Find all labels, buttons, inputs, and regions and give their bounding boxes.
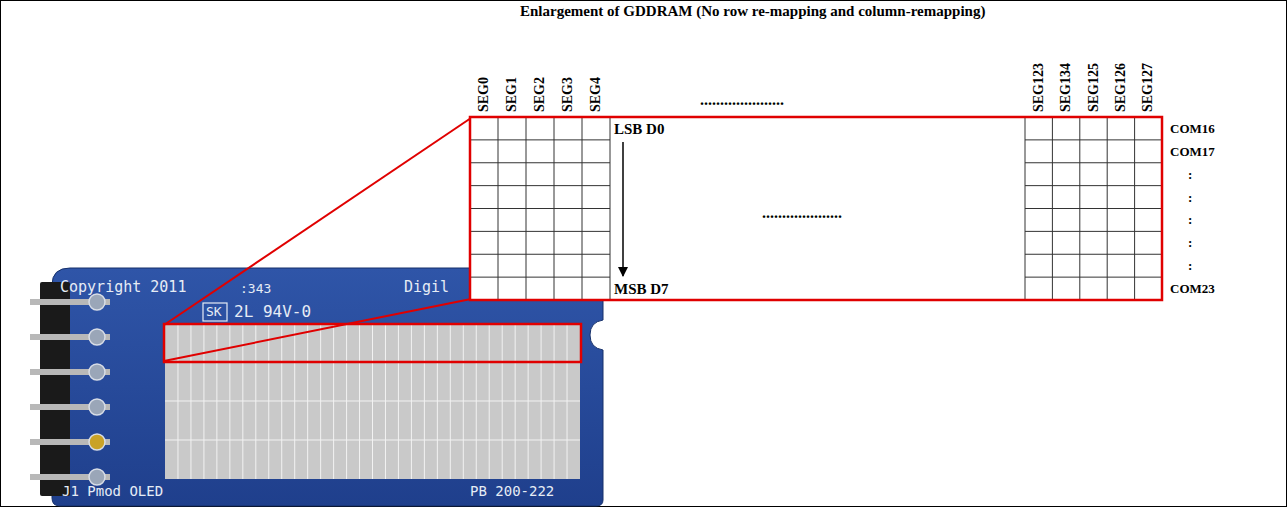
pin-pad <box>89 469 105 485</box>
zoom-line <box>164 299 471 361</box>
segment-label: SEG127 <box>1141 63 1155 112</box>
ellipsis: : <box>1188 191 1192 204</box>
grid-line <box>470 231 610 232</box>
pin-pad <box>89 434 105 450</box>
board-print: SK <box>206 305 222 318</box>
segment-label: SEG0 <box>477 77 491 112</box>
ellipsis: : <box>1188 259 1192 272</box>
grid-line <box>165 401 580 402</box>
segment-label: SEG1 <box>505 77 519 112</box>
segment-label: SEG2 <box>533 77 547 112</box>
bit-order-arrow <box>622 142 624 276</box>
com-label: COM16 <box>1170 122 1215 135</box>
bit-label: MSB D7 <box>614 282 669 297</box>
grid-line <box>470 162 610 163</box>
ellipsis: .................... <box>762 205 842 221</box>
board-print: 2L 94V-0 <box>234 304 311 320</box>
zoom-line <box>164 118 471 325</box>
grid-line <box>470 254 610 255</box>
grid-line <box>470 139 610 140</box>
grid-line <box>1025 139 1162 140</box>
ellipsis: ..................... <box>700 92 784 108</box>
grid-line <box>470 277 610 278</box>
enlargement-ground <box>470 117 1162 300</box>
com-label: COM17 <box>1170 145 1215 158</box>
segment-label: SEG123 <box>1032 63 1046 112</box>
board-print: Digil <box>404 280 449 295</box>
sk-box <box>203 303 227 321</box>
pin-pad <box>89 399 105 415</box>
grid-line <box>470 185 610 186</box>
segment-label: SEG134 <box>1059 63 1073 112</box>
pin-pad <box>89 364 105 380</box>
grid-line <box>1025 254 1162 255</box>
gddram-grid <box>470 117 1162 300</box>
grid-line <box>1025 277 1162 278</box>
bit-label: LSB D0 <box>614 122 664 137</box>
pin-pad <box>89 294 105 310</box>
diagram-title: Enlargement of GDDRAM (No row re-mapping… <box>520 4 985 19</box>
segment-label: SEG125 <box>1087 63 1101 112</box>
segment-label: SEG126 <box>1114 63 1128 112</box>
highlight-box <box>164 324 581 362</box>
grid-line <box>1025 185 1162 186</box>
board-print: J1 Pmod OLED <box>62 484 163 498</box>
pmod-board <box>52 268 603 506</box>
grid-line <box>1025 208 1162 209</box>
oled-display <box>165 323 580 479</box>
grid-line <box>1025 231 1162 232</box>
grid-line <box>470 208 610 209</box>
board-print: :343 <box>240 282 271 295</box>
ellipsis: : <box>1188 168 1192 181</box>
ellipsis: : <box>1188 213 1192 226</box>
com-label: COM23 <box>1170 282 1215 295</box>
segment-label: SEG4 <box>589 77 603 112</box>
pin-header <box>40 282 70 496</box>
ellipsis: : <box>1188 236 1192 249</box>
grid-line <box>165 440 580 441</box>
board-print: PB 200-222 <box>470 484 554 498</box>
grid-line <box>1025 162 1162 163</box>
board-print: Copyright 2011 <box>60 280 186 295</box>
header-pins <box>30 294 110 485</box>
segment-label: SEG3 <box>561 77 575 112</box>
pin-pad <box>89 329 105 345</box>
display-grid <box>165 323 580 479</box>
enlargement-box <box>470 117 1162 300</box>
